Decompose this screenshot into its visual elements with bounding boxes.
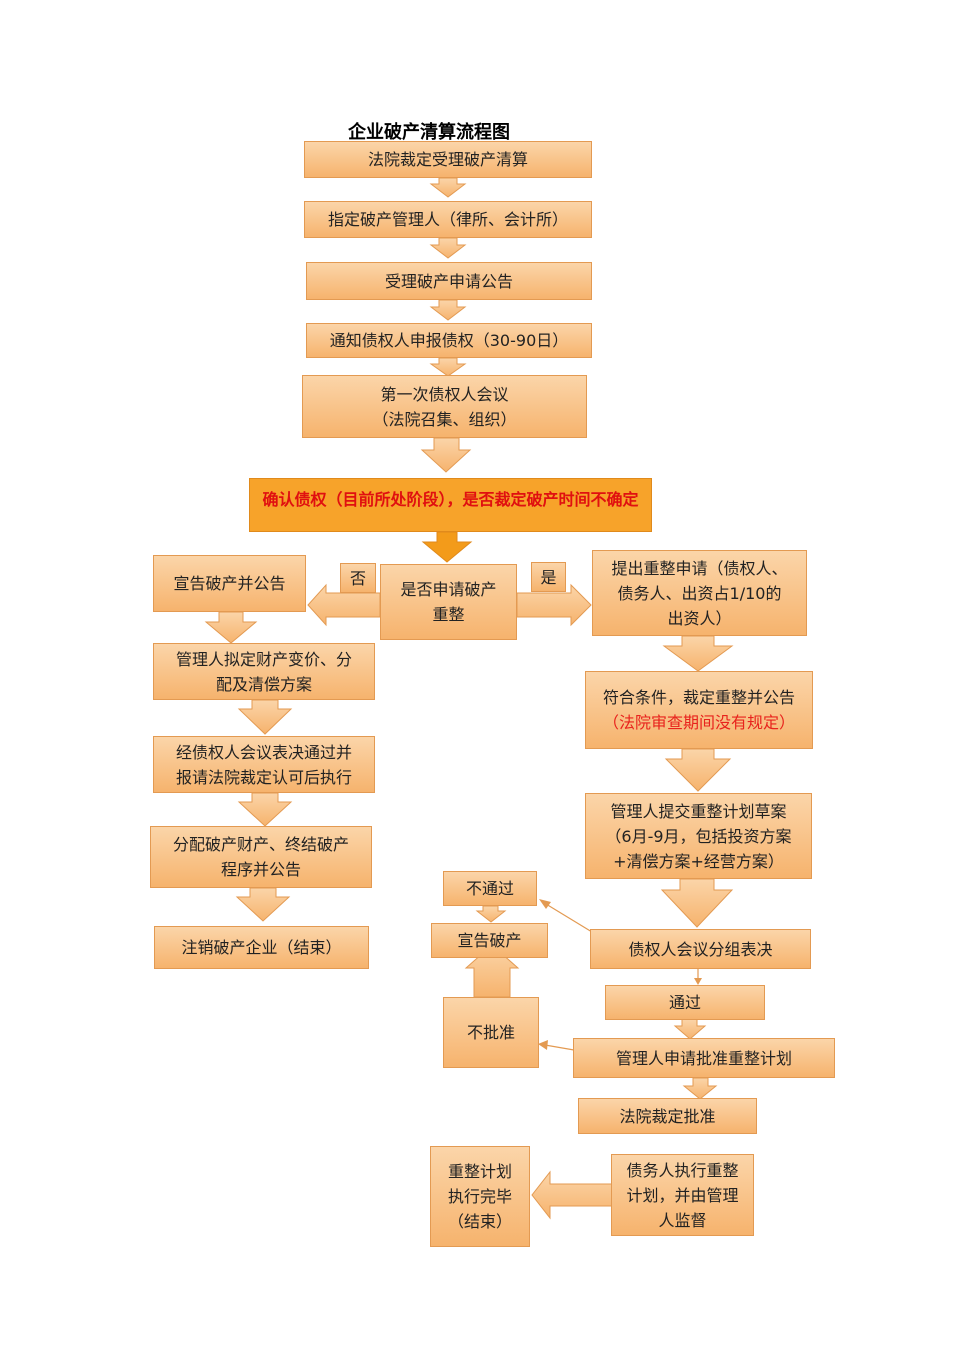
step-label: 宣告破产 — [457, 931, 522, 950]
down-arrow — [429, 357, 467, 377]
connector-arrowhead — [694, 978, 702, 985]
step-label: 注销破产企业（结束） — [181, 938, 342, 957]
step-label-line: 人监督 — [658, 1210, 707, 1230]
down-arrow — [475, 905, 507, 923]
step-appoint-administrator: 指定破产管理人（律所、会计所） — [304, 201, 592, 238]
connector-line — [544, 1044, 575, 1051]
no-label: 否 — [340, 563, 376, 593]
down-arrow — [429, 237, 467, 259]
step-label-line: （法院召集、组织） — [372, 409, 517, 429]
step-label: 法院裁定受理破产清算 — [367, 150, 528, 169]
step-label: 法院裁定批准 — [619, 1106, 716, 1126]
review-period-note: （法院审查期间没有规定） — [602, 713, 795, 732]
step-deregister-enterprise: 注销破产企业（结束） — [154, 926, 369, 969]
step-draft-liquidation-plan: 管理人拟定财产变价、分 配及清偿方案 — [153, 643, 375, 700]
step-label: 指定破产管理人（律所、会计所） — [327, 210, 568, 229]
step-label-line: （结束） — [447, 1212, 512, 1231]
decision-label-line: 是否申请破产 — [400, 580, 497, 599]
step-label-line: 报请法院裁定认可后执行 — [175, 767, 352, 787]
step-label-line: 重整计划 — [447, 1162, 512, 1181]
step-court-accepts: 法院裁定受理破产清算 — [304, 141, 592, 178]
step-plan-completed: 重整计划 执行完毕 （结束） — [430, 1146, 530, 1247]
step-label-line: 债务人、出资占1/10的 — [617, 583, 782, 603]
down-arrow — [237, 792, 293, 827]
step-submit-reorganization-plan: 管理人提交重整计划草案 （6月-9月，包括投资方案 +清偿方案+经营方案） — [585, 793, 812, 879]
step-label-line: 提出重整申请（债权人、 — [611, 558, 788, 578]
step-court-approves: 法院裁定批准 — [578, 1098, 757, 1134]
outcome-passed: 通过 — [605, 985, 765, 1020]
step-label: 债权人会议分组表决 — [628, 939, 773, 959]
outcome-not-approved: 不批准 — [443, 997, 539, 1068]
step-declare-bankruptcy: 宣告破产并公告 — [153, 555, 306, 612]
step-label-line: 出资人） — [667, 608, 732, 628]
connector-line — [545, 903, 593, 933]
down-arrow — [673, 1018, 707, 1040]
highlight-label: 确认债权（目前所处阶段），是否裁定破产时间不确定 — [262, 490, 639, 509]
step-label-line: 债务人执行重整 — [626, 1160, 739, 1180]
step-first-creditors-meeting: 第一次债权人会议 （法院召集、组织） — [302, 375, 587, 438]
step-label-line: 程序并公告 — [220, 860, 301, 879]
down-arrow — [420, 437, 472, 473]
step-label: 宣告破产并公告 — [173, 574, 286, 593]
step-notify-creditors: 通知债权人申报债权（30-90日） — [306, 323, 592, 358]
step-confirm-claims-current: 确认债权（目前所处阶段），是否裁定破产时间不确定 — [249, 478, 652, 532]
step-label-line: 执行完毕 — [447, 1187, 512, 1206]
step-debtor-executes-plan: 债务人执行重整 计划，并由管理 人监督 — [611, 1154, 754, 1236]
page-title: 企业破产清算流程图 — [348, 122, 510, 143]
connector-arrowhead — [539, 899, 551, 909]
left-arrow — [307, 583, 381, 627]
yes-label: 是 — [531, 562, 566, 592]
step-label: 不批准 — [466, 1023, 515, 1042]
down-arrow — [682, 1077, 718, 1100]
step-label-line: 管理人提交重整计划草案 — [610, 801, 787, 821]
step-label-line: 分配破产财产、终结破产 — [172, 835, 349, 854]
step-label: 通过 — [668, 993, 701, 1012]
step-label-line: （6月-9月，包括投资方案 — [605, 826, 792, 846]
down-arrow — [664, 748, 732, 792]
step-label: 管理人申请批准重整计划 — [615, 1048, 792, 1068]
step-label-line: 配及清偿方案 — [215, 674, 312, 694]
step-label-line: 计划，并由管理 — [626, 1185, 739, 1205]
decision-label-line: 重整 — [432, 605, 465, 624]
outcome-declare-bankruptcy: 宣告破产 — [431, 923, 548, 958]
step-label-line: 符合条件，裁定重整并公告 — [602, 688, 795, 707]
step-label: 受理破产申请公告 — [384, 271, 513, 291]
step-public-notice: 受理破产申请公告 — [306, 262, 592, 300]
down-arrow — [429, 299, 467, 321]
left-arrow — [531, 1170, 613, 1220]
step-label-line: 管理人拟定财产变价、分 — [175, 649, 352, 669]
down-arrow — [660, 878, 734, 928]
step-label-line: 第一次债权人会议 — [380, 384, 509, 404]
decision-apply-reorganization: 是否申请破产 重整 — [380, 564, 517, 640]
down-arrow — [204, 611, 258, 644]
down-arrow — [237, 699, 293, 735]
down-arrow — [429, 177, 467, 198]
connector-arrowhead — [538, 1040, 548, 1050]
step-distribute-assets: 分配破产财产、终结破产 程序并公告 — [150, 826, 372, 888]
step-file-reorganization: 提出重整申请（债权人、 债务人、出资占1/10的 出资人） — [592, 550, 807, 636]
right-arrow — [516, 583, 592, 627]
step-label-line: 经债权人会议表决通过并 — [175, 742, 352, 762]
step-label: 不通过 — [465, 879, 514, 898]
down-arrow — [662, 635, 734, 672]
step-label-line: +清偿方案+经营方案） — [613, 851, 784, 871]
step-request-plan-approval: 管理人申请批准重整计划 — [573, 1038, 835, 1078]
step-creditors-group-vote: 债权人会议分组表决 — [590, 929, 811, 969]
step-court-rules-reorganization: 符合条件，裁定重整并公告 （法院审查期间没有规定） — [585, 671, 813, 749]
outcome-not-passed: 不通过 — [443, 871, 537, 906]
step-label: 通知债权人申报债权（30-90日） — [329, 331, 569, 350]
down-arrow-highlight — [421, 531, 473, 563]
step-creditors-vote-execute: 经债权人会议表决通过并 报请法院裁定认可后执行 — [153, 736, 375, 793]
down-arrow — [235, 887, 291, 922]
